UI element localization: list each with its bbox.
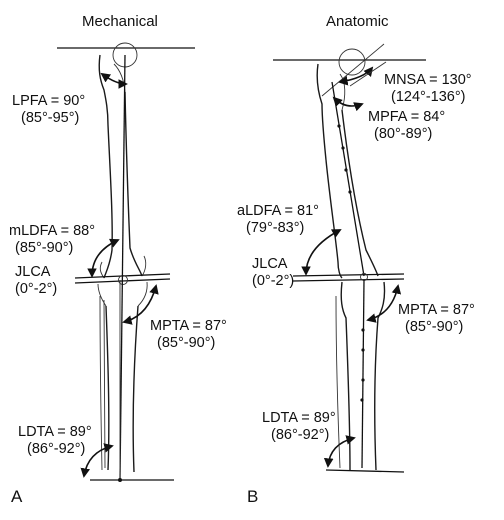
- b-tibia-midpoint-dot: [361, 328, 365, 332]
- b-mnsa-label: MNSA = 130°: [384, 72, 472, 88]
- panel-b-title: Anatomic: [326, 13, 389, 30]
- b-femur-lateral-proximal: [316, 63, 327, 161]
- b-mpta-range: (85°-90°): [405, 319, 464, 335]
- panel-a-mechanical-drawing: [57, 42, 195, 482]
- b-tibia-anatomic-axis: [361, 279, 365, 469]
- b-femur-midpoint-dot: [337, 124, 341, 128]
- a-ankle-center: [118, 478, 122, 482]
- b-femur-midpoint-dot: [344, 168, 348, 172]
- a-mpta-range: (85°-90°): [157, 335, 216, 351]
- a-mpta-arc: [122, 284, 159, 325]
- panel-b-anatomic-drawing: [273, 43, 426, 473]
- a-femur-shaft-medial: [124, 91, 143, 277]
- b-mpta-arc: [366, 284, 402, 323]
- a-tibia-lateral: [105, 305, 110, 471]
- b-tibia-midpoint-dot: [361, 348, 365, 352]
- b-ldta-label: LDTA = 89°: [262, 410, 336, 426]
- a-lpfa-arc: [100, 72, 128, 89]
- a-femur-shaft-lateral: [103, 124, 113, 279]
- b-mnsa-pointer: [349, 61, 387, 87]
- panel-a-letter: A: [11, 487, 23, 506]
- b-mpta-label: MPTA = 87°: [398, 302, 475, 318]
- a-tibia-plateau-lateral: [97, 283, 107, 307]
- b-femur-anatomic-axis: [331, 81, 365, 277]
- a-medial-condyle: [141, 255, 147, 277]
- a-jlca-range: (0°-2°): [15, 281, 58, 297]
- b-mnsa-range: (124°-136°): [391, 89, 466, 105]
- a-lateral-condyle: [99, 261, 105, 279]
- b-mpfa-range: (80°-89°): [374, 126, 433, 142]
- b-mpfa-arc: [332, 96, 364, 112]
- a-mldfa-arc: [87, 238, 120, 278]
- b-femur-midpoint-dot: [341, 146, 345, 150]
- a-fibula: [99, 295, 103, 471]
- b-femur-midpoint-dot: [348, 190, 352, 194]
- b-jlca-range: (0°-2°): [252, 273, 295, 289]
- b-aldfa-range: (79°-83°): [246, 220, 305, 236]
- b-aldfa-arc: [301, 229, 342, 276]
- b-femur-shaft-lateral: [325, 159, 343, 279]
- a-ldta-label: LDTA = 89°: [18, 424, 92, 440]
- b-mpfa-label: MPFA = 84°: [368, 109, 446, 125]
- a-jlca-label: JLCA: [15, 264, 51, 280]
- b-fibula: [335, 295, 341, 469]
- a-tibia-medial: [132, 305, 139, 473]
- a-ldta-range: (86°-92°): [27, 441, 86, 457]
- a-mpta-label: MPTA = 87°: [150, 318, 227, 334]
- b-aldfa-label: aLDFA = 81°: [237, 203, 319, 219]
- a-tibia-plateau-medial: [137, 281, 148, 307]
- a-mechanical-axis: [119, 54, 126, 481]
- b-tibia-lateral: [340, 281, 351, 471]
- b-mnsa-arc: [338, 66, 374, 86]
- a-femoral-neck: [113, 63, 126, 93]
- a-ldta-arc: [80, 443, 114, 478]
- a-lpfa-range: (85°-95°): [21, 110, 80, 126]
- b-femoral-joint-line: [292, 273, 405, 277]
- b-ldta-range: (86°-92°): [271, 427, 330, 443]
- b-tibia-midpoint-dot: [360, 398, 364, 402]
- b-femur-shaft-medial: [341, 109, 379, 277]
- panel-b-letter: B: [247, 487, 259, 506]
- b-jlca-label: JLCA: [252, 256, 288, 272]
- panel-a-title: Mechanical: [82, 13, 158, 30]
- b-ldta-arc: [323, 435, 356, 468]
- a-fibula-inner: [103, 299, 106, 469]
- a-lpfa-label: LPFA = 90°: [12, 93, 86, 109]
- b-tibial-joint-line: [292, 278, 405, 282]
- b-tibia-medial: [373, 281, 386, 471]
- a-mldfa-label: mLDFA = 88°: [9, 223, 95, 239]
- a-mldfa-range: (85°-90°): [15, 240, 74, 256]
- b-tibia-midpoint-dot: [361, 378, 365, 382]
- a-femur-lateral-proximal: [98, 54, 109, 126]
- b-ankle-reference-line: [325, 469, 405, 473]
